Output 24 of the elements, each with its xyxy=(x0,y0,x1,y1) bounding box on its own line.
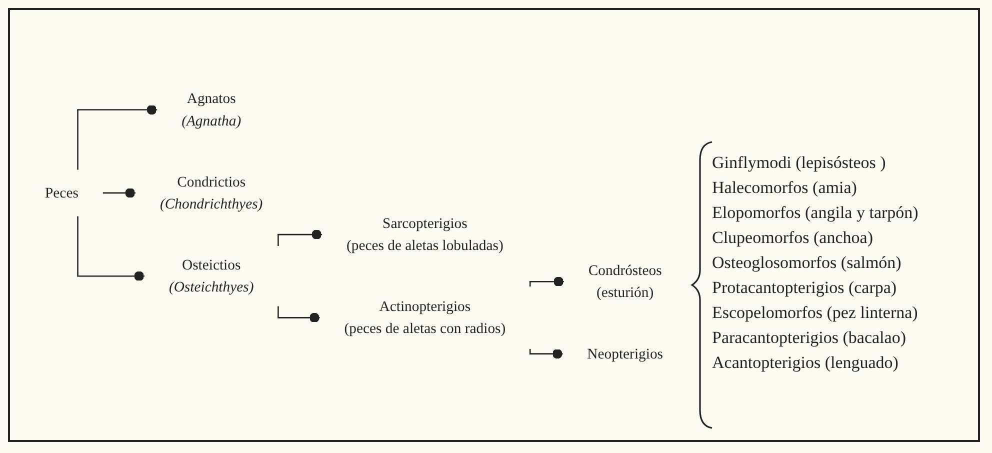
taxon-label: Paracantopterigios (bacalao) xyxy=(712,327,906,349)
taxon-label: Protacantopterigios (carpa) xyxy=(712,277,897,299)
taxon-label: Osteoglosomorfos (salmón) xyxy=(712,252,902,274)
node-text: Actinopterigios (peces de aletas con radios) xyxy=(344,298,506,336)
node-text: Neopterigios xyxy=(587,344,663,362)
connector xyxy=(77,216,144,281)
node-text: Osteictios (Osteichthyes) xyxy=(168,256,254,295)
connector xyxy=(77,104,158,170)
node-text: Agnatos (Agnatha) xyxy=(182,90,242,128)
connector xyxy=(529,276,564,286)
taxon-label: Elopomorfos (angila y tarpón) xyxy=(712,202,918,224)
connector xyxy=(278,306,320,322)
taxon-label: Clupeomorfos (anchoa) xyxy=(712,227,873,249)
node-text: Condrictios (Chondrichthyes) xyxy=(160,173,263,212)
connector xyxy=(529,348,563,358)
node-text: Peces xyxy=(45,184,78,200)
taxon-label: Acantopterigios (lenguado) xyxy=(712,352,898,374)
connector xyxy=(278,229,322,246)
connector xyxy=(102,188,136,198)
node-text: Condrósteos (esturión) xyxy=(588,262,662,300)
taxon-label: Ginflymodi (lepisósteos ) xyxy=(712,152,886,174)
taxon-label: Escopelomorfos (pez linterna) xyxy=(712,302,918,324)
node-text: Sarcopterigios (peces de aletas lobuladas) xyxy=(346,214,504,254)
taxon-label: Halecomorfos (amia) xyxy=(712,177,857,199)
